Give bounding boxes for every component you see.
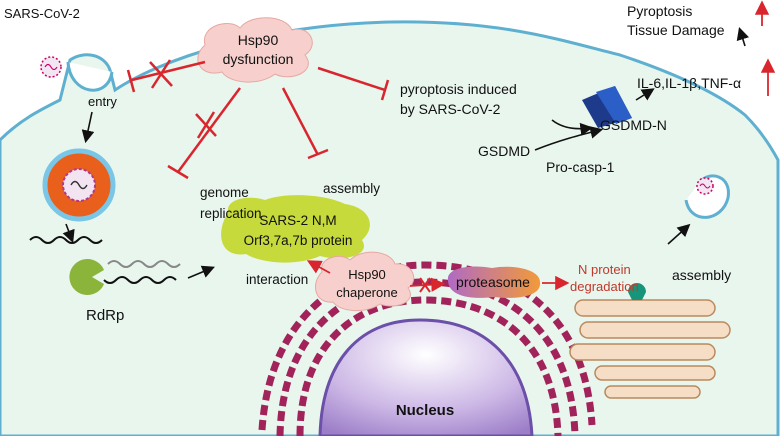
process-arrows <box>62 88 691 279</box>
hsp90-chaperone-cloud: Hsp90 chaperone <box>314 251 415 311</box>
nucleus <box>318 318 534 436</box>
red-arrows <box>306 0 776 292</box>
genome-label-line2: replication <box>200 206 262 221</box>
endosome <box>42 148 116 222</box>
virus-name-label: SARS-CoV-2 <box>4 6 80 21</box>
gsdmd-n-pore <box>582 86 632 128</box>
hsp90-label: Hsp90 <box>238 32 279 48</box>
inhibition-lines <box>126 59 390 180</box>
protein-label-line1: SARS-2 N,M <box>259 213 336 228</box>
protein-label-line2: Orf3,7a,7b protein <box>244 233 353 248</box>
pyroptosis-induced-line2: by SARS-CoV-2 <box>400 101 501 117</box>
degradation-label-line2: degradation <box>570 279 639 294</box>
virus-particle-exit <box>696 177 714 195</box>
pro-casp-label: Pro-casp-1 <box>546 159 615 175</box>
interaction-label: interaction <box>246 272 308 287</box>
assembly-right-label: assembly <box>672 267 731 283</box>
viral-protein-blob: SARS-2 N,M Orf3,7a,7b protein <box>221 195 370 263</box>
tissue-damage-label: Tissue Damage <box>627 22 725 38</box>
proteasome-complex: proteasome <box>447 266 541 298</box>
blocked-path-marker <box>419 277 431 293</box>
proteasome-label: proteasome <box>456 274 530 290</box>
chaperone-label: chaperone <box>336 285 397 300</box>
rdrp-label: RdRp <box>86 307 124 324</box>
chaperone-hsp90-label: Hsp90 <box>348 267 386 282</box>
pyroptosis-induced-line1: pyroptosis induced <box>400 81 517 97</box>
entry-pit <box>66 61 114 92</box>
endoplasmic-reticulum <box>258 261 596 436</box>
rdrp-enzyme <box>69 259 104 295</box>
rna-product-strand <box>103 276 177 284</box>
golgi-vesicle <box>628 283 646 300</box>
exit-pit <box>684 174 730 219</box>
pyroptosis-arrow <box>736 26 749 47</box>
gsdmd-n-label: GSDMD-N <box>600 117 667 133</box>
rna-template-strand <box>107 260 181 268</box>
golgi-apparatus <box>569 299 731 399</box>
degradation-label-line1: N protein <box>578 262 631 277</box>
dysfunction-label: dysfunction <box>223 51 294 67</box>
assembly-top-label: assembly <box>323 181 380 196</box>
pyroptosis-label: Pyroptosis <box>627 3 692 19</box>
entry-label: entry <box>88 94 117 109</box>
nucleus-label: Nucleus <box>396 402 454 419</box>
hsp90-dysfunction-cloud: Hsp90 dysfunction <box>197 17 313 83</box>
gsdmd-label: GSDMD <box>478 143 530 159</box>
virus-particle-outside <box>40 56 62 78</box>
cytokines-label: IL-6,IL-1β,TNF-α <box>637 75 741 91</box>
genome-label-line1: genome <box>200 185 249 200</box>
